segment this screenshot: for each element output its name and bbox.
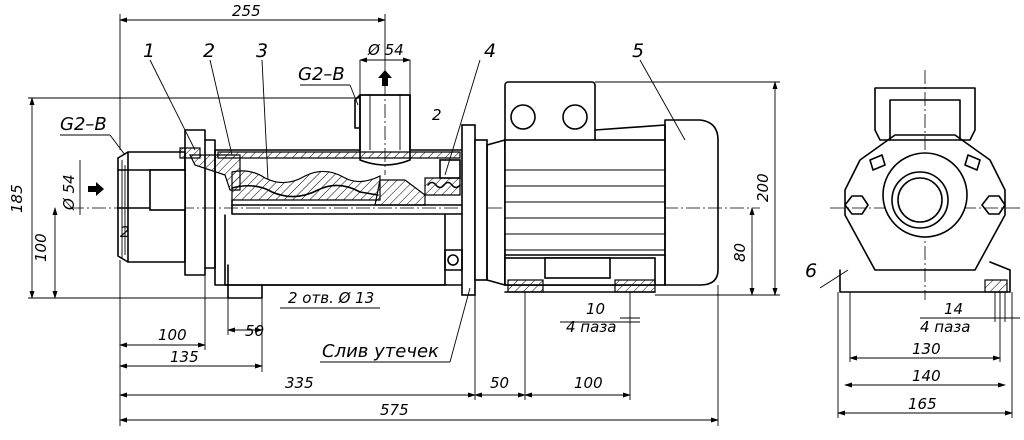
dim-100-bottom: 100 — [574, 374, 603, 392]
part-label-2: 2 — [203, 40, 215, 62]
dim-255: 255 — [232, 2, 261, 20]
dim-575: 575 — [380, 401, 409, 419]
terminal-bolt-left — [510, 104, 536, 130]
dim-2-top: 2 — [432, 106, 442, 124]
slots-label-side: 4 паза — [566, 318, 616, 336]
dim-100: 100 — [158, 326, 187, 344]
dim-130: 130 — [912, 340, 941, 358]
dim-holes: 2 отв. Ø 13 — [288, 289, 374, 307]
pump-side-view — [70, 60, 760, 299]
dim-100-vertical: 100 — [32, 233, 50, 262]
dim-135: 135 — [170, 348, 199, 366]
dim-140: 140 — [912, 367, 941, 385]
dimension-lines — [28, 14, 1020, 426]
dim-165: 165 — [908, 395, 937, 413]
electric-motor — [486, 81, 719, 293]
dim-14: 14 — [944, 300, 963, 318]
part-label-3: 3 — [256, 40, 268, 62]
dim-80: 80 — [731, 243, 749, 262]
part-label-1: 1 — [143, 40, 155, 62]
screw-rotor — [231, 170, 471, 215]
part-label-5: 5 — [632, 40, 644, 62]
dim-d54-side: Ø 54 — [60, 174, 78, 211]
dim-200: 200 — [754, 173, 772, 202]
part-label-6: 6 — [805, 260, 817, 282]
dim-335: 335 — [285, 374, 314, 392]
slots-label-end: 4 паза — [920, 318, 970, 336]
inlet-flow-arrow — [88, 182, 104, 196]
thread-labels: G2–B G2–B — [60, 64, 345, 135]
part-labels: 1 2 3 4 5 6 — [143, 40, 817, 282]
dim-185: 185 — [8, 184, 26, 213]
dim-50-bottom: 50 — [490, 374, 509, 392]
dim-d54-top: Ø 54 — [367, 41, 404, 59]
outlet-thread-label: G2–B — [298, 64, 345, 85]
dimension-labels: 255 Ø 54 2 185 100 Ø 54 2 200 80 2 отв. … — [8, 2, 970, 419]
dim-2-side: 2 — [120, 223, 130, 241]
dim-50: 50 — [245, 322, 264, 340]
drain-note: Слив утечек — [322, 341, 439, 362]
dim-10: 10 — [586, 300, 605, 318]
mechanical-seal — [424, 159, 461, 196]
inlet-thread-label: G2–B — [60, 114, 107, 135]
motor-flange — [444, 124, 488, 296]
pump-end-view — [830, 70, 1020, 300]
terminal-bolt-right — [562, 104, 588, 130]
part-label-4: 4 — [484, 40, 496, 62]
outlet-flow-arrow — [378, 70, 392, 86]
